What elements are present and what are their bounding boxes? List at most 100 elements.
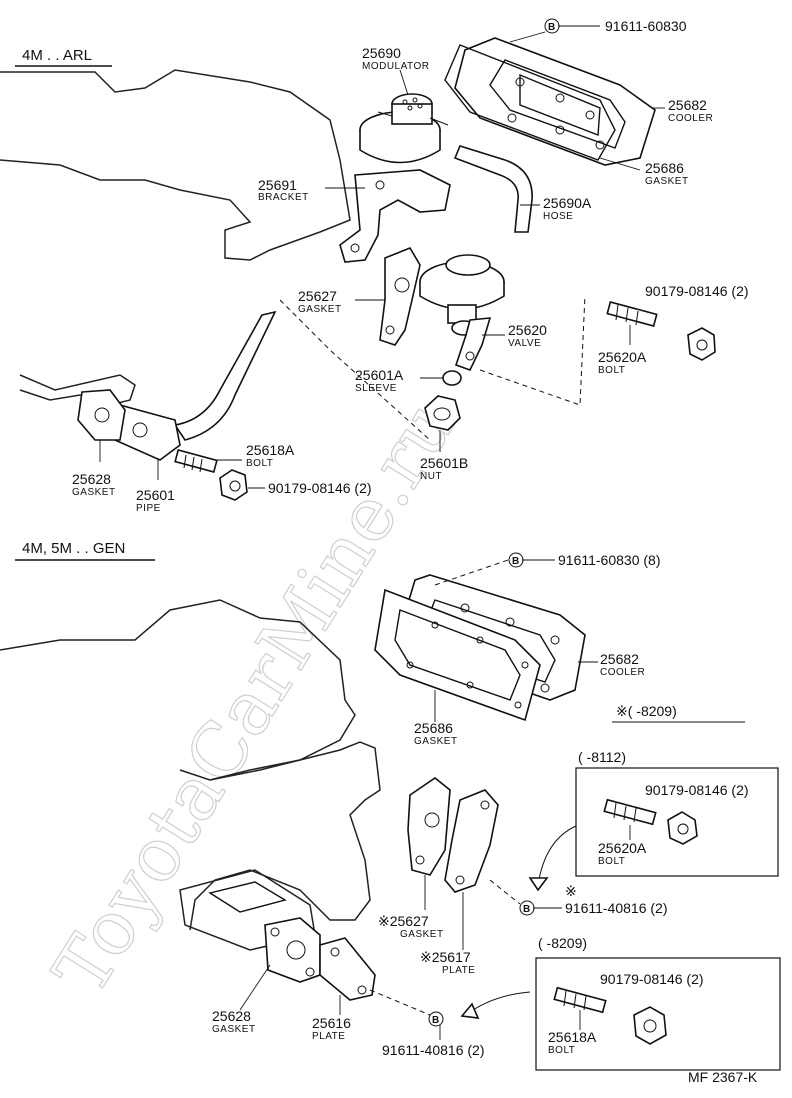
label-25616: 25616 [312, 1015, 351, 1031]
label-90179-08146-box1: 90179-08146 (2) [645, 782, 749, 798]
section-arl: 4M . . ARL [0, 18, 749, 514]
label-plate: PLATE [312, 1031, 345, 1042]
hex-nut-part [219, 469, 248, 501]
label-bracket: BRACKET [258, 192, 309, 203]
valve-part [419, 254, 505, 371]
label-90179-08146-box2: 90179-08146 (2) [600, 971, 704, 987]
label-25628: 25628 [212, 1008, 251, 1024]
hose-part [453, 145, 533, 233]
modulator-part [359, 93, 449, 164]
label-25601a: 25601A [355, 367, 404, 383]
arrow-icon [469, 991, 531, 1013]
bolt-marker-label: B [523, 904, 530, 915]
cooler-part [454, 37, 656, 166]
variant-box-8209 [535, 957, 781, 1071]
label-25601b: 25601B [420, 455, 468, 471]
label-sleeve: SLEEVE [355, 383, 397, 394]
label-25690: 25690 [362, 45, 401, 61]
label-91611-40816-mark: ※ [565, 883, 577, 899]
engine-block-outline [0, 69, 351, 261]
label-bolt: BOLT [548, 1045, 575, 1056]
label-cooler: COOLER [668, 113, 713, 124]
stud-bolt-part [603, 798, 657, 826]
leader-line [399, 69, 409, 96]
assembly-dash-line [489, 879, 521, 905]
assembly-dash-line [369, 989, 431, 1016]
bolt-marker-label: B [432, 1015, 439, 1026]
label-25618a: 25618A [246, 442, 295, 458]
label-25627: ※25627 [378, 913, 429, 929]
footer-figure-code: MF 2367-K [688, 1069, 758, 1085]
label-25618a: 25618A [548, 1029, 597, 1045]
blanking-plate-part [319, 937, 376, 1001]
label-cooler: COOLER [600, 667, 645, 678]
label-90179-08146-upper: 90179-08146 (2) [645, 283, 749, 299]
engine-manifold-outline [19, 374, 136, 406]
hex-nut-part [687, 327, 716, 361]
label-gasket: GASKET [400, 929, 444, 940]
label-25601: 25601 [136, 487, 175, 503]
valve-gasket-part [379, 247, 421, 346]
section-gen: 4M, 5M . . GEN [0, 540, 781, 1071]
cooler-gasket-part [374, 588, 541, 722]
label-gasket: GASKET [72, 487, 116, 498]
cooler-gasket-part [444, 44, 616, 161]
label-25628: 25628 [72, 471, 111, 487]
label-91611-40816-upper: 91611-40816 (2) [565, 900, 667, 916]
label-91611-40816-lower: 91611-40816 (2) [382, 1042, 484, 1058]
bolt-marker-circle [544, 18, 560, 34]
egr-pipe-part [114, 310, 277, 461]
label-25686: 25686 [645, 160, 684, 176]
label-25620a: 25620A [598, 840, 647, 856]
label-range-8209-bottom: ( -8209) [538, 935, 587, 951]
label-91611-60830: 91611-60830 [605, 18, 687, 34]
label-bolt: BOLT [246, 458, 273, 469]
label-gasket: GASKET [298, 304, 342, 315]
label-gasket: GASKET [645, 176, 689, 187]
pipe-gasket-part [77, 389, 126, 441]
assembly-dash-line [434, 559, 509, 586]
label-plate: PLATE [442, 965, 475, 976]
label-gasket: GASKET [414, 736, 458, 747]
label-hose: HOSE [543, 211, 573, 222]
stud-bolt-part [174, 449, 218, 473]
hex-nut-part [667, 811, 698, 845]
label-91611-60830-8: 91611-60830 (8) [558, 552, 660, 568]
pipe-gasket-part [264, 917, 321, 983]
label-25682: 25682 [668, 97, 707, 113]
label-25682: 25682 [600, 651, 639, 667]
label-25686: 25686 [414, 720, 453, 736]
label-25627: 25627 [298, 288, 337, 304]
leader-line [239, 964, 271, 1011]
arrow-icon [537, 825, 577, 886]
union-nut-part [424, 395, 461, 431]
label-range-8112: ( -8112) [578, 749, 626, 765]
label-bolt: BOLT [598, 365, 625, 376]
blanking-plate-part [444, 789, 499, 893]
label-pipe: PIPE [136, 503, 161, 514]
leader-line [599, 157, 641, 171]
arrow-head-icon [460, 1002, 480, 1019]
bracket-hole [350, 243, 360, 253]
arrow-head-icon [528, 877, 549, 892]
engine-block-outline [0, 599, 356, 781]
label-nut: NUT [420, 471, 442, 482]
bolt-marker-circle [428, 1011, 444, 1027]
bracket-part [339, 169, 451, 263]
section-arl-title: 4M . . ARL [22, 47, 92, 64]
bolt-marker-label: B [548, 22, 555, 33]
hex-nut-part [633, 1006, 667, 1045]
stud-bolt-part [606, 301, 658, 327]
variant-box-8112 [575, 767, 779, 877]
label-25620a: 25620A [598, 349, 647, 365]
engine-manifold-outline [189, 741, 381, 931]
label-valve: VALVE [508, 338, 541, 349]
label-range-8209-top: ※( -8209) [616, 703, 677, 719]
label-25690a: 25690A [543, 195, 592, 211]
label-gasket: GASKET [212, 1024, 256, 1035]
bracket-hole [375, 180, 385, 190]
bolt-marker-circle [519, 900, 535, 916]
egr-port-opening [208, 881, 287, 913]
bolt-marker-circle [508, 552, 524, 568]
